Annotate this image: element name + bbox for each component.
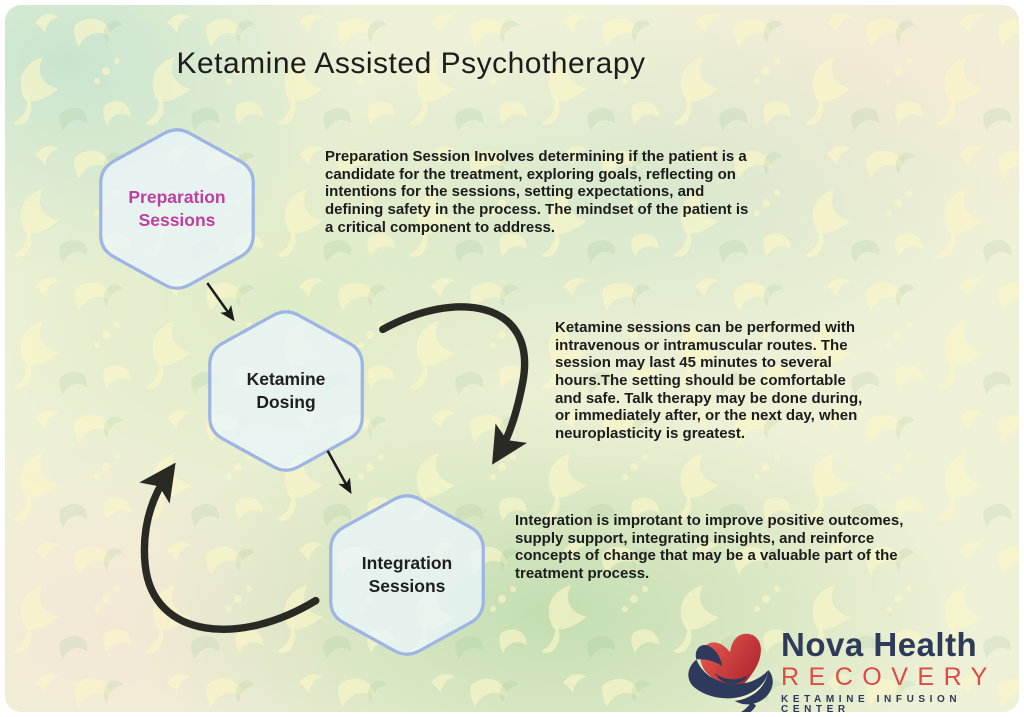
node-integration-sessions: Integration Sessions (323, 489, 491, 661)
page-title: Ketamine Assisted Psychotherapy (176, 47, 646, 80)
integration-description: Integration is improtant to improve posi… (515, 512, 904, 583)
logo-tagline: KETAMINE INFUSION CENTER (781, 693, 962, 712)
preparation-description: Preparation Session Involves determining… (325, 148, 749, 236)
hexagon-shape (208, 310, 364, 472)
hexagon-shape (99, 128, 255, 290)
node-ketamine-dosing: Ketamine Dosing (202, 305, 370, 477)
nova-health-logo: Nova Health RECOVERY KETAMINE INFUSION C… (683, 623, 1019, 712)
node-label-preparation: Preparation Sessions (128, 187, 226, 230)
hexagon-shape (329, 494, 485, 656)
logo-subname: RECOVERY (781, 662, 997, 691)
logo-text: Nova Health RECOVERY KETAMINE INFUSION C… (781, 628, 1019, 713)
heart-in-hand-icon (688, 633, 773, 712)
infographic-canvas: Ketamine Assisted Psychotherapy Preparat… (5, 5, 1019, 712)
dosing-description: Ketamine sessions can be performed with … (555, 319, 863, 443)
node-label-dosing: Ketamine Dosing (246, 369, 326, 412)
node-label-integration: Integration Sessions (361, 553, 453, 596)
logo-name: Nova Health (781, 625, 978, 663)
node-preparation-sessions: Preparation Sessions (93, 123, 261, 295)
